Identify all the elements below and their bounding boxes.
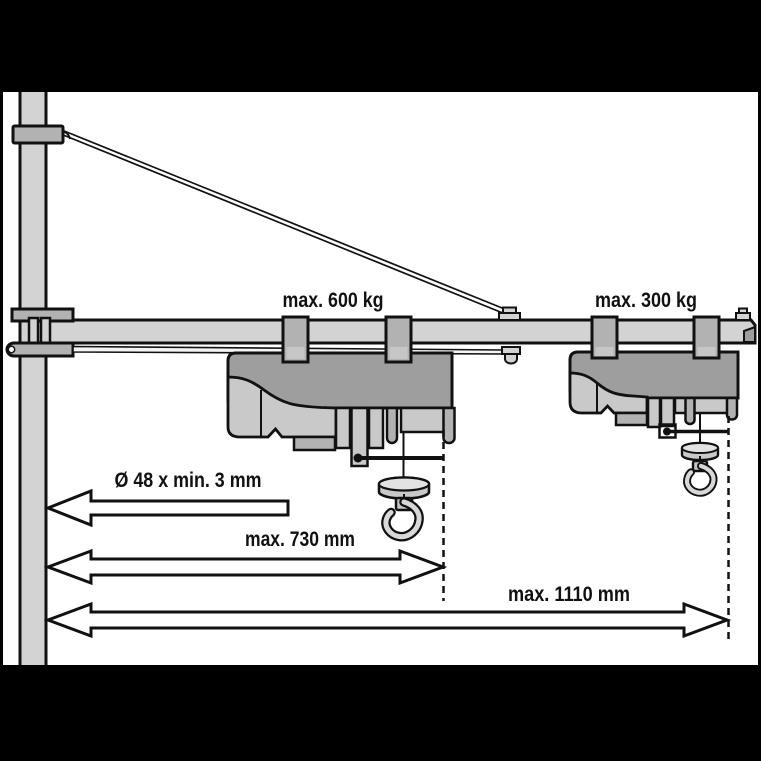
cable-nut xyxy=(504,353,518,365)
beam-end-bevel xyxy=(743,325,756,343)
mounting-pole xyxy=(18,78,48,677)
bottom-pin xyxy=(684,396,696,426)
bottom-pin xyxy=(725,396,739,421)
arm-clamp-lower xyxy=(5,341,75,358)
capacity-label-right: max. 300 kg xyxy=(595,288,697,312)
electric-hoist-600kg xyxy=(226,315,456,601)
pole-spec-label: Ø 48 x min. 3 mm xyxy=(115,468,262,492)
rope-guide-tab xyxy=(350,406,369,468)
bottom-slat xyxy=(367,406,385,450)
electric-hoist-300kg xyxy=(568,315,740,640)
letterbox-left xyxy=(0,0,3,761)
reach-730-arrow xyxy=(43,548,448,586)
hanger-bracket-face xyxy=(697,347,716,356)
pole-diameter-arrow xyxy=(43,488,290,528)
hook-pulley-top xyxy=(377,476,431,492)
letterbox-right xyxy=(758,0,761,761)
hook-pulley-top xyxy=(681,442,719,454)
cable-nut-flange xyxy=(501,346,521,355)
bottom-pin xyxy=(442,406,456,445)
reference-dot xyxy=(353,453,363,463)
gearbox-cover xyxy=(226,375,338,439)
pole-clamp-top xyxy=(11,124,71,145)
bottom-pin xyxy=(385,406,399,445)
hanger-bracket-face xyxy=(286,347,305,359)
bottom-slat xyxy=(334,406,352,450)
end-bolt-washer xyxy=(735,312,751,321)
reach-mid-label: max. 730 mm xyxy=(245,527,355,551)
load-hook xyxy=(683,462,718,497)
support-cable xyxy=(61,129,508,315)
clamp-hinge-pin xyxy=(7,345,16,354)
reference-dot xyxy=(663,427,671,436)
reach-1110-arrow xyxy=(43,601,732,639)
hoist-foot xyxy=(614,411,649,427)
bottom-slat xyxy=(646,396,662,429)
letterbox-top xyxy=(0,0,761,92)
load-hook xyxy=(381,497,424,542)
beam-bolts xyxy=(498,306,751,365)
hanger-bracket-face xyxy=(389,347,408,359)
capacity-label-left: max. 600 kg xyxy=(283,288,384,312)
drum-cover xyxy=(673,396,735,415)
rope-guide-tab xyxy=(659,396,676,428)
hanger-bracket-face xyxy=(595,347,614,356)
letterbox-bottom xyxy=(0,665,761,761)
reach-max-label: max. 1110 mm xyxy=(508,582,630,606)
cable-bolt-washer xyxy=(498,312,521,321)
hoist-foot xyxy=(292,435,337,452)
gearbox-cover xyxy=(568,371,649,415)
